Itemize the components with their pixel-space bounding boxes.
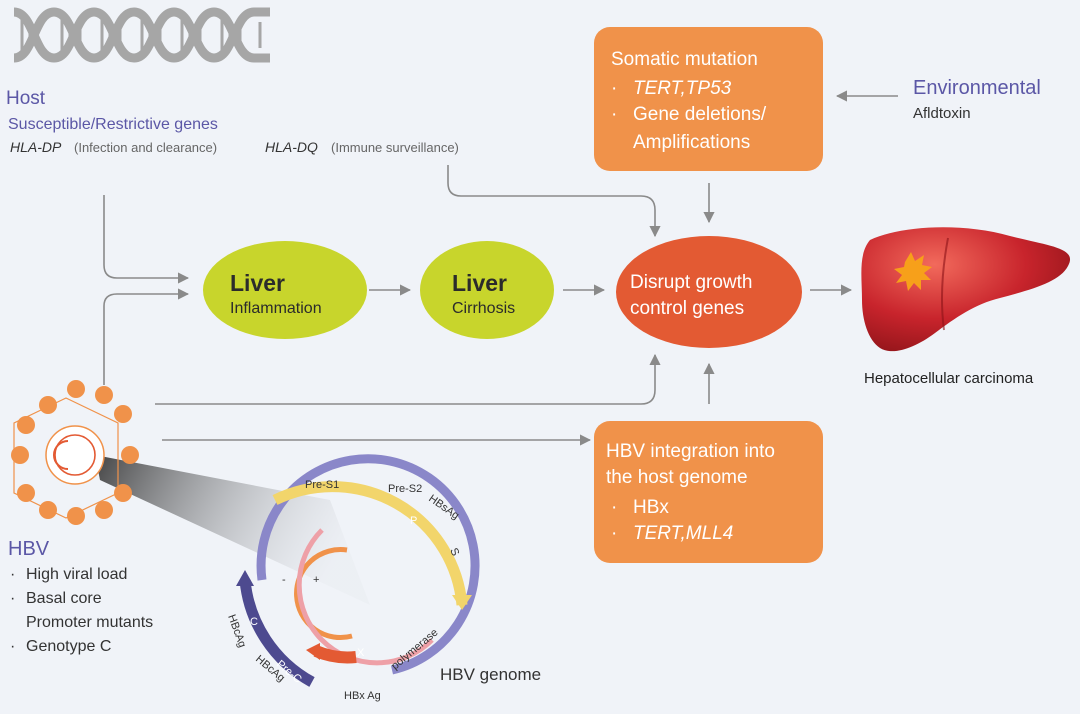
disrupt-line-1: Disrupt growth bbox=[630, 272, 753, 293]
disrupt-growth-node: Disrupt growth control genes bbox=[616, 236, 802, 348]
arrow-host-to-inflammation bbox=[103, 195, 190, 284]
somatic-item-3: Amplifications bbox=[633, 132, 750, 153]
gene-hla-dp: HLA-DP bbox=[10, 139, 62, 155]
hbv-title: HBV bbox=[8, 538, 50, 560]
hbv-genome-map bbox=[236, 454, 480, 687]
label-x: X bbox=[357, 647, 365, 659]
hbv-integration-box: HBV integration into the host genome · H… bbox=[594, 421, 823, 563]
gene-hla-dq: HLA-DQ bbox=[265, 139, 318, 155]
hcc-label: Hepatocellular carcinoma bbox=[864, 370, 1034, 387]
plus-strand-arc bbox=[294, 547, 353, 641]
inflammation-title: Liver bbox=[230, 270, 285, 296]
hbv-virion-icon bbox=[11, 380, 139, 525]
label-hbcag-1: HBcAg bbox=[225, 613, 248, 649]
label-p: P bbox=[410, 515, 417, 527]
liver-tumor-icon bbox=[861, 227, 1071, 352]
cirrhosis-label: Cirrhosis bbox=[452, 300, 515, 317]
hbv-item-2: Basal core bbox=[26, 590, 102, 607]
flow-arrows bbox=[103, 90, 898, 446]
inflammation-label: Inflammation bbox=[230, 300, 322, 317]
label-minus: - bbox=[282, 574, 286, 586]
cirrhosis-title: Liver bbox=[452, 270, 507, 296]
somatic-item-1: TERT,TP53 bbox=[633, 78, 732, 99]
hbv-item-1: High viral load bbox=[26, 566, 127, 583]
minus-strand-arc bbox=[296, 528, 434, 666]
label-pre-s1: Pre-S1 bbox=[305, 479, 339, 491]
somatic-bullet-1: · bbox=[611, 78, 617, 99]
hbv-bullet-3: · bbox=[10, 638, 15, 655]
label-plus: + bbox=[313, 574, 319, 586]
label-hbx-ag: HBx Ag bbox=[344, 690, 381, 702]
hbv-item-4: Genotype C bbox=[26, 638, 111, 655]
environmental-title: Environmental bbox=[913, 77, 1041, 99]
hbv-bullet-1: · bbox=[10, 566, 15, 583]
integration-item-2: TERT,MLL4 bbox=[633, 523, 733, 544]
hbv-bullet-2: · bbox=[10, 590, 15, 607]
dna-helix-icon bbox=[13, 7, 270, 63]
polymerase-arc bbox=[256, 454, 480, 675]
hbv-genome-title: HBV genome bbox=[440, 665, 541, 684]
label-c: C bbox=[250, 616, 258, 628]
liver-inflammation-node: Liver Inflammation bbox=[203, 241, 367, 339]
surface-arrowhead bbox=[452, 595, 472, 610]
integration-bullet-2: · bbox=[611, 523, 617, 544]
integration-item-1: HBx bbox=[633, 497, 669, 518]
label-pre-s2: Pre-S2 bbox=[388, 483, 422, 495]
core-arc bbox=[239, 579, 315, 687]
x-arc bbox=[313, 645, 357, 664]
core-arrowhead bbox=[236, 570, 254, 586]
disrupt-line-2: control genes bbox=[630, 298, 744, 319]
arrow-hla-dq-to-disrupt bbox=[447, 165, 661, 238]
surface-arc bbox=[272, 481, 468, 606]
host-title: Host bbox=[6, 88, 46, 109]
environmental-subtitle: Afldtoxin bbox=[913, 105, 971, 122]
arrow-hbv-to-inflammation bbox=[103, 288, 190, 385]
gene-hla-dp-note: (Infection and clearance) bbox=[74, 140, 217, 155]
x-arrowhead bbox=[306, 643, 320, 660]
liver-cirrhosis-node: Liver Cirrhosis bbox=[420, 241, 554, 339]
label-s: S bbox=[447, 546, 461, 558]
somatic-title: Somatic mutation bbox=[611, 49, 758, 70]
hbv-item-3: Promoter mutants bbox=[26, 614, 153, 631]
somatic-mutation-box: Somatic mutation · TERT,TP53 · Gene dele… bbox=[594, 27, 823, 171]
integration-line-1: HBV integration into bbox=[606, 441, 775, 462]
somatic-bullet-2: · bbox=[611, 104, 617, 125]
arrow-hbv-to-disrupt bbox=[155, 353, 661, 405]
zoom-beam bbox=[95, 455, 370, 605]
gene-hla-dq-note: (Immune surveillance) bbox=[331, 140, 459, 155]
integration-bullet-1: · bbox=[611, 497, 617, 518]
somatic-item-2: Gene deletions/ bbox=[633, 104, 767, 125]
integration-line-2: the host genome bbox=[606, 467, 748, 488]
host-subtitle: Susceptible/Restrictive genes bbox=[8, 116, 218, 133]
